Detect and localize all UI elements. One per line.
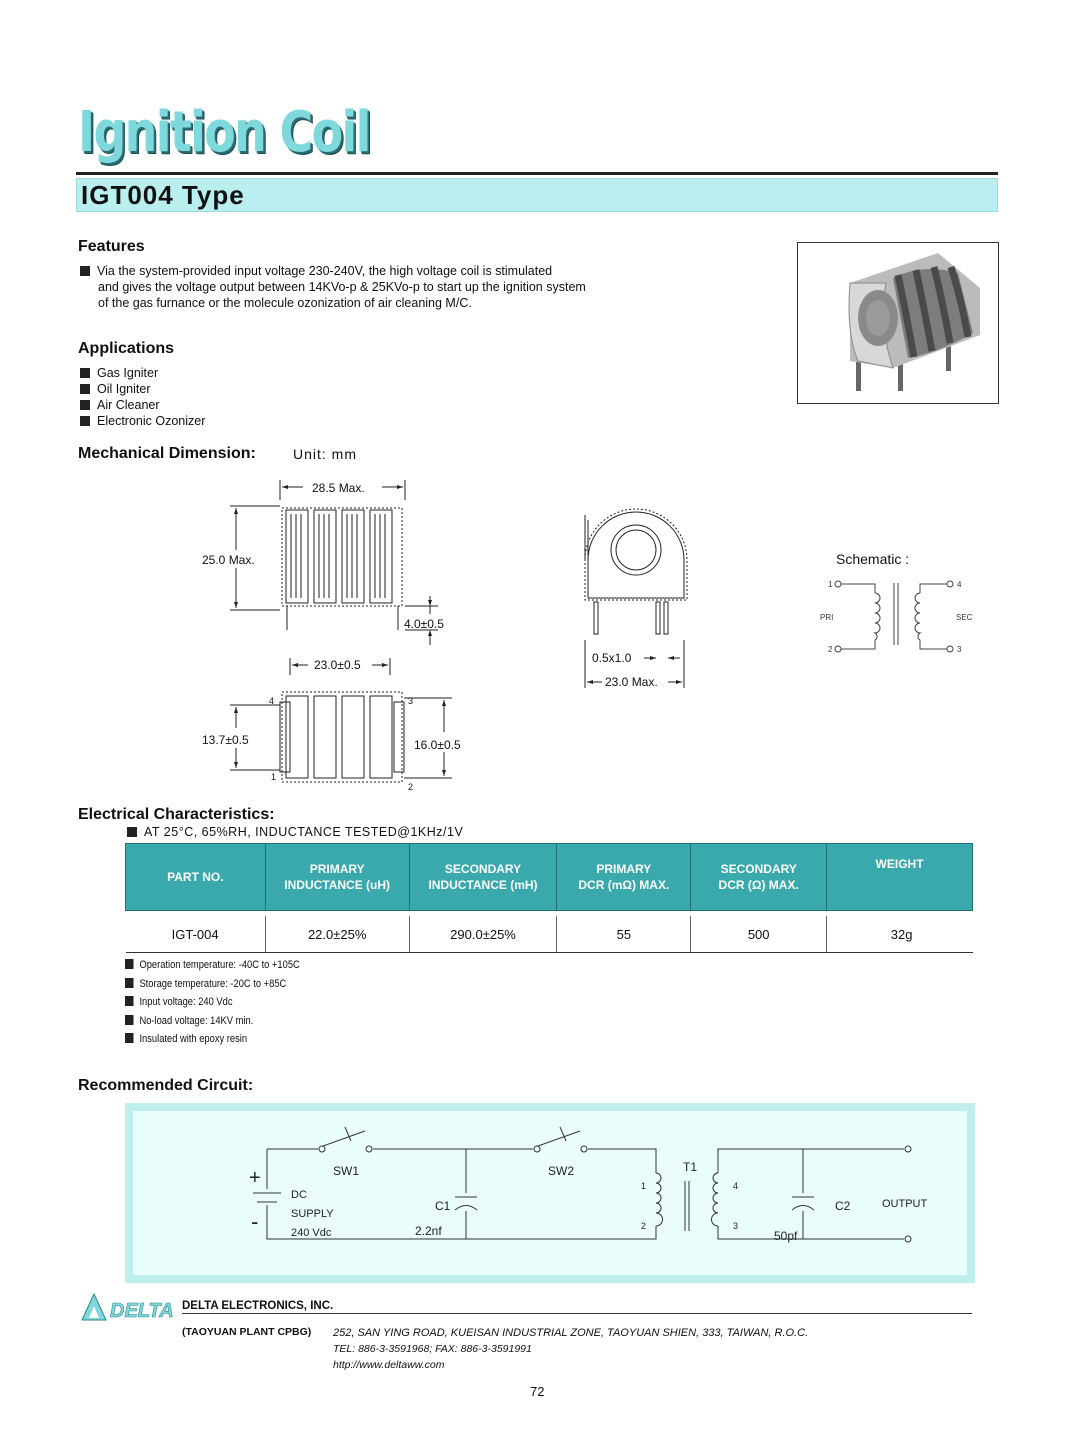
type-band: IGT004 Type: [76, 178, 998, 212]
bullet-icon: [80, 266, 90, 276]
list-item: No-load voltage: 14KV min.: [125, 1012, 300, 1031]
schematic-title: Schematic :: [836, 551, 909, 567]
dc-label: DC: [291, 1189, 307, 1201]
dim-pin-span: 23.0±0.5: [314, 658, 361, 672]
address-block: 252, SAN YING ROAD, KUEISAN INDUSTRIAL Z…: [333, 1325, 808, 1373]
dim-pitch-y2: 16.0±0.5: [414, 738, 461, 752]
list-item: Electronic Ozonizer: [80, 413, 205, 429]
company-name: DELTA ELECTRONICS, INC.: [182, 1300, 334, 1312]
svg-text:1: 1: [271, 772, 276, 782]
list-item: Oil Igniter: [80, 381, 205, 397]
logo-text: DELTA: [110, 1300, 174, 1322]
svg-text:2: 2: [828, 645, 833, 654]
electrical-heading: Electrical Characteristics:: [78, 806, 275, 823]
delta-logo: DELTA: [81, 1292, 174, 1322]
supply-label: SUPPLY: [291, 1208, 334, 1220]
bullet-icon: [80, 400, 90, 410]
circuit-heading: Recommended Circuit:: [78, 1077, 254, 1094]
col-part-no: PART NO.: [125, 843, 266, 911]
features-line-1: Via the system-provided input voltage 23…: [97, 264, 553, 278]
features-text: Via the system-provided input voltage 23…: [80, 263, 586, 311]
bullet-icon: [127, 827, 137, 837]
col-weight: WEIGHT: [826, 843, 973, 911]
dim-width-max: 28.5 Max.: [312, 481, 365, 495]
list-item: Gas Igniter: [80, 365, 205, 381]
svg-text:1: 1: [641, 1181, 646, 1191]
sw1-label: SW1: [333, 1164, 359, 1178]
output-label: OUTPUT: [882, 1198, 928, 1210]
type-label: IGT004 Type: [81, 180, 245, 210]
svg-text:4: 4: [733, 1181, 738, 1191]
plus-sign: +: [249, 1167, 261, 1189]
schematic-pri: PRI: [820, 613, 833, 622]
page-title: Ignition Coil: [78, 100, 371, 165]
list-item: Insulated with epoxy resin: [125, 1030, 300, 1049]
vdc-label: 240 Vdc: [291, 1227, 332, 1239]
bullet-icon: [80, 384, 90, 394]
dim-height-max: 25.0 Max.: [202, 553, 255, 567]
address-line: 252, SAN YING ROAD, KUEISAN INDUSTRIAL Z…: [333, 1327, 809, 1339]
schematic: Schematic : 1 2 4 3 PRI SEC: [820, 551, 973, 654]
svg-text:3: 3: [408, 696, 413, 706]
website-link[interactable]: http://www.deltaww.com: [333, 1359, 445, 1371]
dim-pitch-y: 13.7±0.5: [202, 733, 249, 747]
mechanical-drawing: 28.5 Max. 25.0 Max. 4.0±0.5 23.0±0.5 13.…: [202, 480, 688, 792]
schematic-sec: SEC: [956, 613, 973, 622]
list-item: Air Cleaner: [80, 397, 205, 413]
list-item: Input voltage: 240 Vdc: [125, 993, 300, 1012]
svg-text:2: 2: [408, 782, 413, 792]
bullet-icon: [80, 368, 90, 378]
svg-text:4: 4: [269, 696, 274, 706]
unit-label: Unit: mm: [293, 446, 357, 462]
minus-sign: -: [251, 1209, 258, 1234]
c1-value: 2.2nf: [415, 1224, 442, 1238]
condition-text: AT 25°C, 65%RH, INDUCTANCE TESTED@1KHz/1…: [127, 825, 463, 839]
notes-list: Operation temperature: -40C to +105C Sto…: [125, 956, 300, 1049]
tel-line: TEL: 886-3-3591968; FAX: 886-3-3591991: [333, 1343, 532, 1355]
features-line-3: of the gas furnance or the molecule ozon…: [98, 296, 472, 310]
svg-text:3: 3: [733, 1221, 738, 1231]
product-photo: [797, 242, 999, 404]
title-rule: [76, 172, 998, 175]
list-item: Operation temperature: -40C to +105C: [125, 956, 300, 975]
mechanical-heading: Mechanical Dimension:: [78, 445, 256, 462]
features-heading: Features: [78, 238, 145, 255]
c2-label: C2: [835, 1199, 851, 1213]
dim-pin-size: 0.5x1.0: [592, 651, 632, 665]
plant-label: (TAOYUAN PLANT CPBG): [182, 1326, 312, 1338]
footer-rule: [182, 1313, 972, 1314]
table-row: IGT-004 22.0±25% 290.0±25% 55 500 32g: [125, 916, 973, 953]
list-item: Storage temperature: -20C to +85C: [125, 975, 300, 994]
bullet-icon: [80, 416, 90, 426]
applications-list: Gas Igniter Oil Igniter Air Cleaner Elec…: [80, 365, 205, 429]
c1-label: C1: [435, 1199, 451, 1213]
circuit-diagram: + - SW1 SW2 T1 DC SUPPLY 240 Vdc C1 2.2n…: [249, 1126, 928, 1243]
sw2-label: SW2: [548, 1164, 574, 1178]
features-line-2: and gives the voltage output between 14K…: [98, 280, 586, 294]
applications-heading: Applications: [78, 340, 175, 357]
page-number: 72: [530, 1384, 545, 1399]
svg-text:4: 4: [957, 580, 962, 589]
svg-text:3: 3: [957, 645, 962, 654]
c2-value: 50pf: [774, 1229, 798, 1243]
dim-pin-len: 4.0±0.5: [404, 617, 444, 631]
svg-text:2: 2: [641, 1221, 646, 1231]
t1-label: T1: [683, 1160, 697, 1174]
svg-text:1: 1: [828, 580, 833, 589]
dim-side-max: 23.0 Max.: [605, 675, 658, 689]
